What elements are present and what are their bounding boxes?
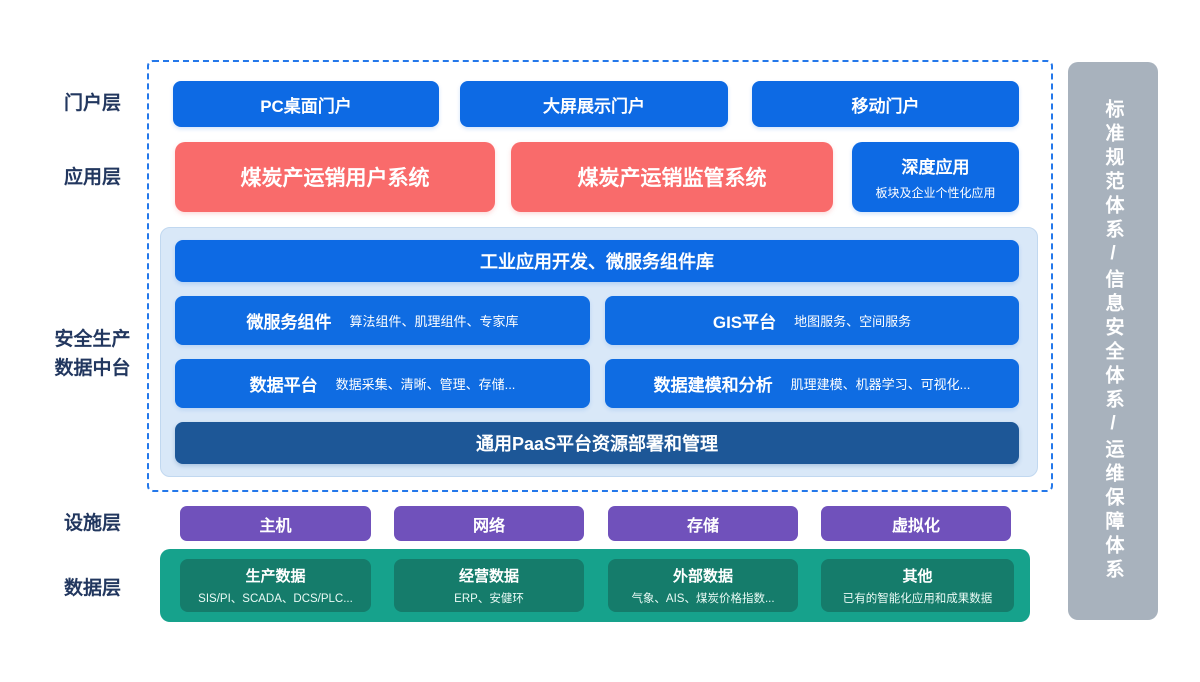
data-platform-box: 数据平台 数据采集、清晰、管理、存储... (175, 359, 590, 408)
cell-subtitle: 数据采集、清晰、管理、存储... (335, 377, 516, 392)
data-box-title: 生产数据 (245, 568, 306, 585)
app-deep-application-box: 深度应用 板块及企业个性化应用 (852, 142, 1019, 212)
layer-label-line2: 数据中台 (54, 358, 131, 379)
facility-virtualization-box: 虚拟化 (821, 506, 1011, 541)
layer-label-application: 应用层 (63, 167, 121, 188)
data-box-subtitle: 已有的智能化应用和成果数据 (842, 593, 993, 605)
facility-host-box: 主机 (180, 506, 371, 541)
data-modeling-analysis-box: 数据建模和分析 肌理建模、机器学习、可视化... (605, 359, 1019, 408)
layer-label-data: 数据层 (63, 578, 121, 599)
external-data-box: 外部数据 气象、AIS、煤炭价格指数... (608, 559, 798, 612)
layer-label-portal: 门户层 (63, 93, 121, 114)
app-supervision-system-box: 煤炭产运销监管系统 (511, 142, 833, 212)
cell-title: 数据建模和分析 (653, 376, 773, 395)
layer-label-facility: 设施层 (63, 513, 121, 534)
other-data-box: 其他 已有的智能化应用和成果数据 (821, 559, 1014, 612)
portal-mobile-box: 移动门户 (752, 81, 1019, 127)
facility-storage-box: 存储 (608, 506, 798, 541)
business-data-box: 经营数据 ERP、安健环 (394, 559, 584, 612)
gis-platform-box: GIS平台 地图服务、空间服务 (605, 296, 1019, 345)
portal-pc-desktop-box: PC桌面门户 (173, 81, 439, 127)
cell-subtitle: 算法组件、肌理组件、专家库 (349, 314, 519, 329)
dashed-boundary-frame (147, 60, 1053, 492)
layer-label-line1: 安全生产 (54, 329, 131, 350)
cell-title: 微服务组件 (246, 313, 332, 332)
industrial-app-dev-bar: 工业应用开发、微服务组件库 (175, 240, 1019, 282)
cell-title: GIS平台 (712, 313, 777, 332)
cell-title: 数据平台 (249, 376, 318, 395)
data-box-title: 其他 (902, 568, 933, 585)
data-box-title: 外部数据 (672, 568, 733, 585)
deep-app-subtitle: 板块及企业个性化应用 (875, 186, 996, 200)
data-box-title: 经营数据 (458, 568, 519, 585)
cell-subtitle: 地图服务、空间服务 (794, 314, 912, 329)
portal-big-screen-box: 大屏展示门户 (460, 81, 728, 127)
microservice-components-box: 微服务组件 算法组件、肌理组件、专家库 (175, 296, 590, 345)
standards-security-ops-sidebar: 标准规范体系/信息安全体系/运维保障体系 (1068, 62, 1158, 620)
data-box-subtitle: SIS/PI、SCADA、DCS/PLC... (198, 593, 353, 605)
app-user-system-box: 煤炭产运销用户系统 (175, 142, 495, 212)
cell-subtitle: 肌理建模、机器学习、可视化... (790, 377, 971, 392)
layer-label-data-middle-platform: 安全生产 数据中台 (30, 325, 155, 383)
paas-platform-bar: 通用PaaS平台资源部署和管理 (175, 422, 1019, 464)
facility-network-box: 网络 (394, 506, 584, 541)
deep-app-title: 深度应用 (901, 158, 970, 177)
data-box-subtitle: 气象、AIS、煤炭价格指数... (631, 593, 775, 605)
data-box-subtitle: ERP、安健环 (454, 593, 524, 605)
production-data-box: 生产数据 SIS/PI、SCADA、DCS/PLC... (180, 559, 371, 612)
